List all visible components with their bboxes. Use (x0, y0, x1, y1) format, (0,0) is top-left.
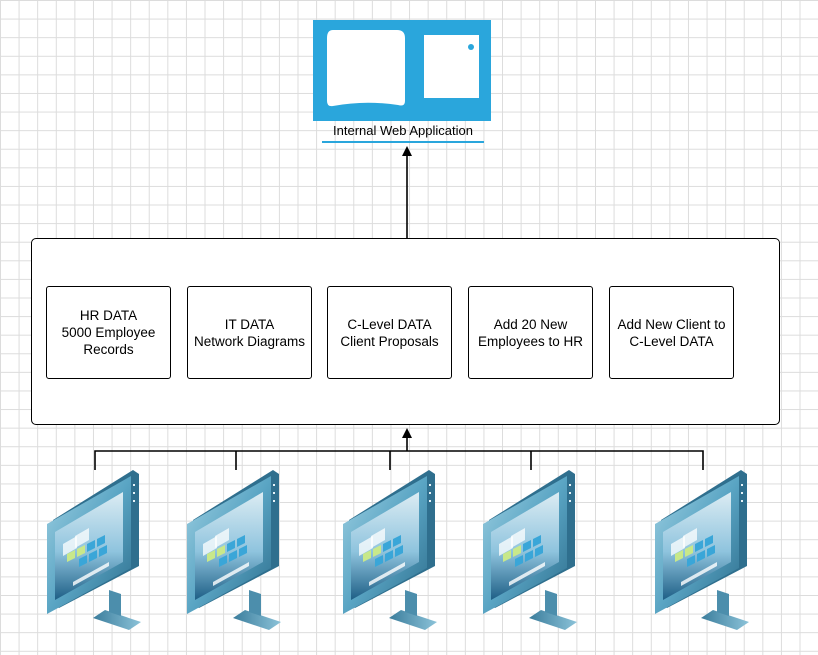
hr-data-title: HR DATA (79, 308, 138, 323)
hr-data-line-2: 5000 Employee (61, 325, 156, 340)
hr-data-line-3: Records (83, 342, 134, 357)
desktop-computer-icon (481, 470, 581, 630)
desktop-computer-icon (185, 470, 285, 630)
it-data-box: IT DATA Network Diagrams (187, 286, 312, 379)
web-application-icon (313, 20, 491, 121)
add-client-box: Add New Client to C-Level DATA (609, 286, 734, 379)
web-application-label: Internal Web Application (322, 122, 484, 143)
hr-data-box: HR DATA 5000 Employee Records (46, 286, 171, 379)
c-level-data-title: C-Level DATA (347, 316, 432, 332)
desktop-computer-icon (45, 470, 145, 630)
add-client-line-2: C-Level DATA (629, 333, 714, 349)
desktop-computer-icon (341, 470, 441, 630)
desktop-computer-icon (653, 470, 753, 630)
it-data-title: IT DATA (224, 316, 275, 332)
add-client-line-1: Add New Client to (617, 316, 726, 332)
c-level-data-box: C-Level DATA Client Proposals (327, 286, 452, 379)
add-employees-line-2: Employees to HR (477, 333, 584, 349)
computers-bus-line (94, 450, 704, 470)
it-data-line-2: Network Diagrams (193, 333, 306, 349)
add-employees-line-1: Add 20 New (493, 316, 568, 332)
c-level-data-line-2: Client Proposals (340, 333, 439, 349)
add-employees-box: Add 20 New Employees to HR (468, 286, 593, 379)
